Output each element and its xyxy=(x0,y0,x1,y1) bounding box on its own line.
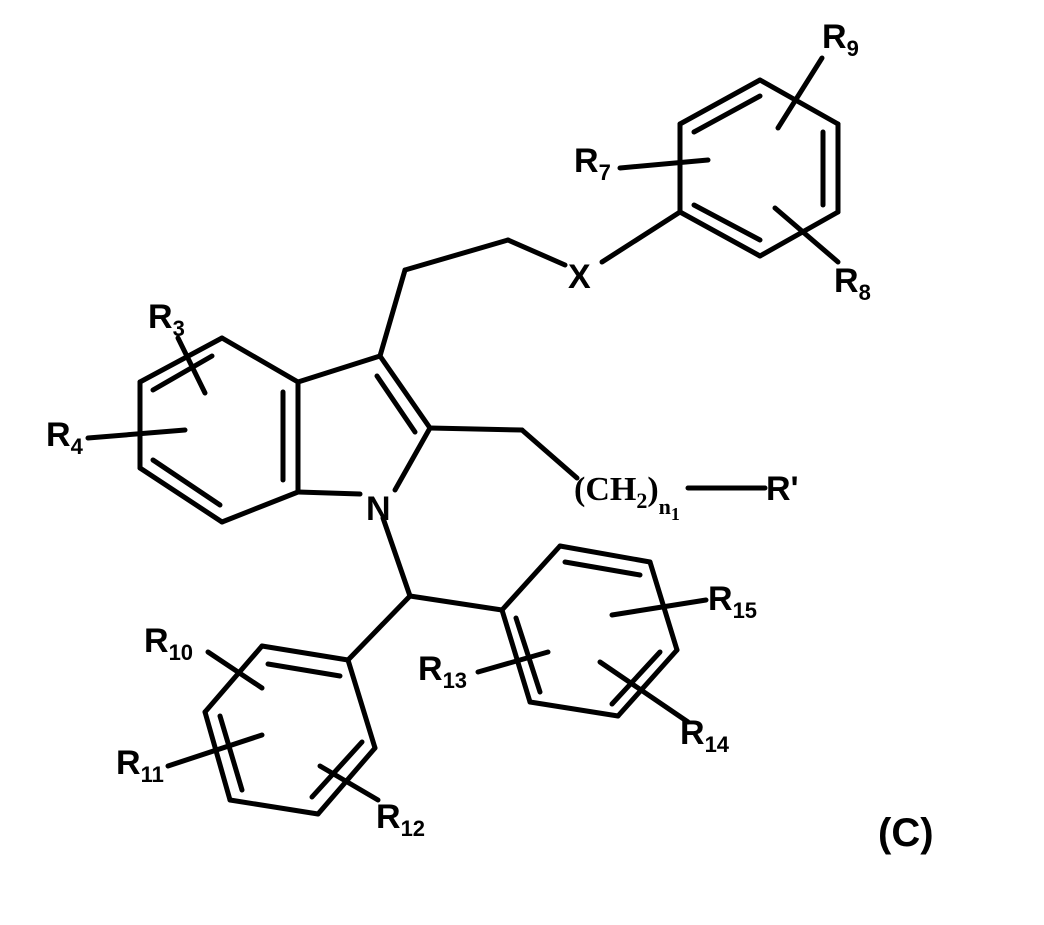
label-r12: R12 xyxy=(376,798,425,841)
indole-substituent-bonds xyxy=(85,335,208,441)
indole-pyrrole-ring xyxy=(295,353,433,497)
label-r3: R3 xyxy=(148,298,185,341)
label-ch2-group: (CH2)n1 xyxy=(574,471,680,524)
label-r4: R4 xyxy=(46,416,84,459)
indole-benzene-ring xyxy=(137,335,301,525)
n-benzhydryl xyxy=(345,515,505,663)
label-x: X xyxy=(568,258,591,296)
label-n: N xyxy=(366,490,391,528)
label-r8: R8 xyxy=(834,262,871,305)
lower-right-phenyl-ring xyxy=(475,543,709,725)
lower-left-phenyl-ring xyxy=(165,643,381,817)
x-linker-chain xyxy=(377,209,683,359)
label-r9: R9 xyxy=(822,18,859,61)
label-r11: R11 xyxy=(116,744,164,787)
label-r13: R13 xyxy=(418,650,467,693)
label-r10: R10 xyxy=(144,622,193,665)
upper-phenyl-ring xyxy=(617,55,841,265)
label-r14: R14 xyxy=(680,714,730,757)
c2-side-chain xyxy=(427,425,768,491)
label-r15: R15 xyxy=(708,580,757,623)
label-r7: R7 xyxy=(574,142,611,185)
figure-caption: (C) xyxy=(878,811,934,855)
label-r-prime: R' xyxy=(766,470,799,508)
